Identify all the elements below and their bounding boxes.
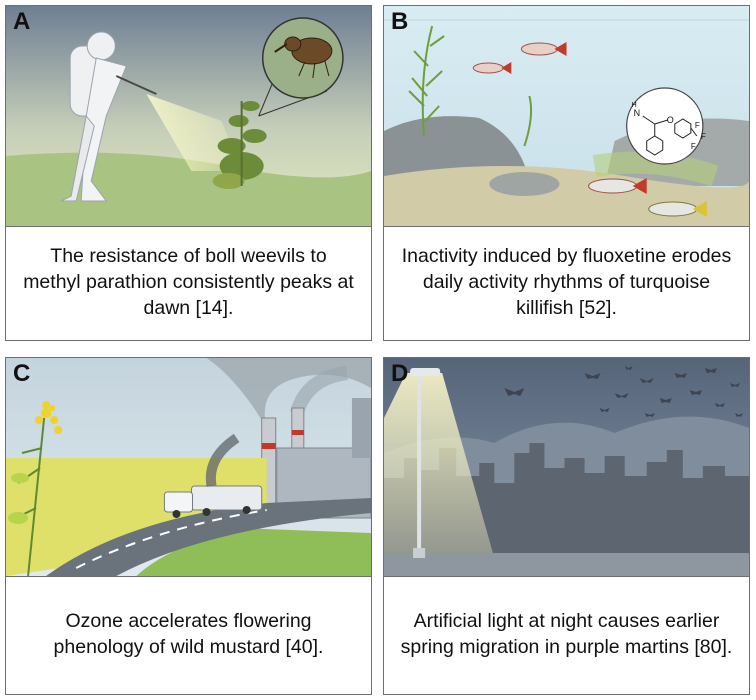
street-lamp [410,368,441,558]
panel-d: D Artificial light at night causes earli… [383,357,750,695]
molecule-o-label: O [667,115,674,125]
sprayer-person [60,31,157,202]
panel-c-letter: C [13,360,31,387]
panel-c-caption-text: Ozone accelerates flowering phenology of… [53,610,324,658]
panel-b: N H O F F F B Inactivity induced by fluo… [383,5,750,341]
panel-a-caption: The resistance of boll weevils to methyl… [6,226,371,339]
grass [6,528,371,576]
molecule-f-label-3: F [691,142,696,151]
panel-a: A The resistance of boll weevils to meth… [5,5,372,341]
molecule-h-label: H [632,102,637,109]
panel-d-letter: D [391,360,409,387]
molecule-f-label-2: F [701,132,706,141]
fluoxetine-molecule [626,87,704,165]
aquatic-plant [408,25,533,147]
panel-a-letter: A [13,8,31,35]
panel-b-caption: Inactivity induced by fluoxetine erodes … [384,226,749,339]
spray-beam [146,94,242,171]
panel-c: C Ozone accelerates flowering phenology … [5,357,372,695]
truck [163,485,263,518]
panel-d-caption: Artificial light at night causes earlier… [384,576,749,693]
panel-b-letter: B [391,8,409,35]
purple-martin-flock [504,366,743,417]
panel-b-illustration: N H O F F F [384,6,749,226]
light-cone [384,373,495,558]
smoke [206,358,371,428]
weevil-icon [274,36,333,79]
molecule-f-label-1: F [695,121,700,130]
panel-c-illustration [6,358,371,576]
ground [6,152,371,226]
panel-a-caption-text: The resistance of boll weevils to methyl… [23,245,354,319]
road [46,498,371,576]
killifish-icon [472,42,707,217]
molecule-nh-label: N [634,108,641,118]
cotton-shrub [212,101,267,189]
panel-c-caption: Ozone accelerates flowering phenology of… [6,576,371,693]
panel-d-illustration [384,358,749,576]
panel-b-caption-text: Inactivity induced by fluoxetine erodes … [401,245,732,319]
panel-d-caption-text: Artificial light at night causes earlier… [400,610,733,658]
panel-a-illustration [6,6,371,226]
